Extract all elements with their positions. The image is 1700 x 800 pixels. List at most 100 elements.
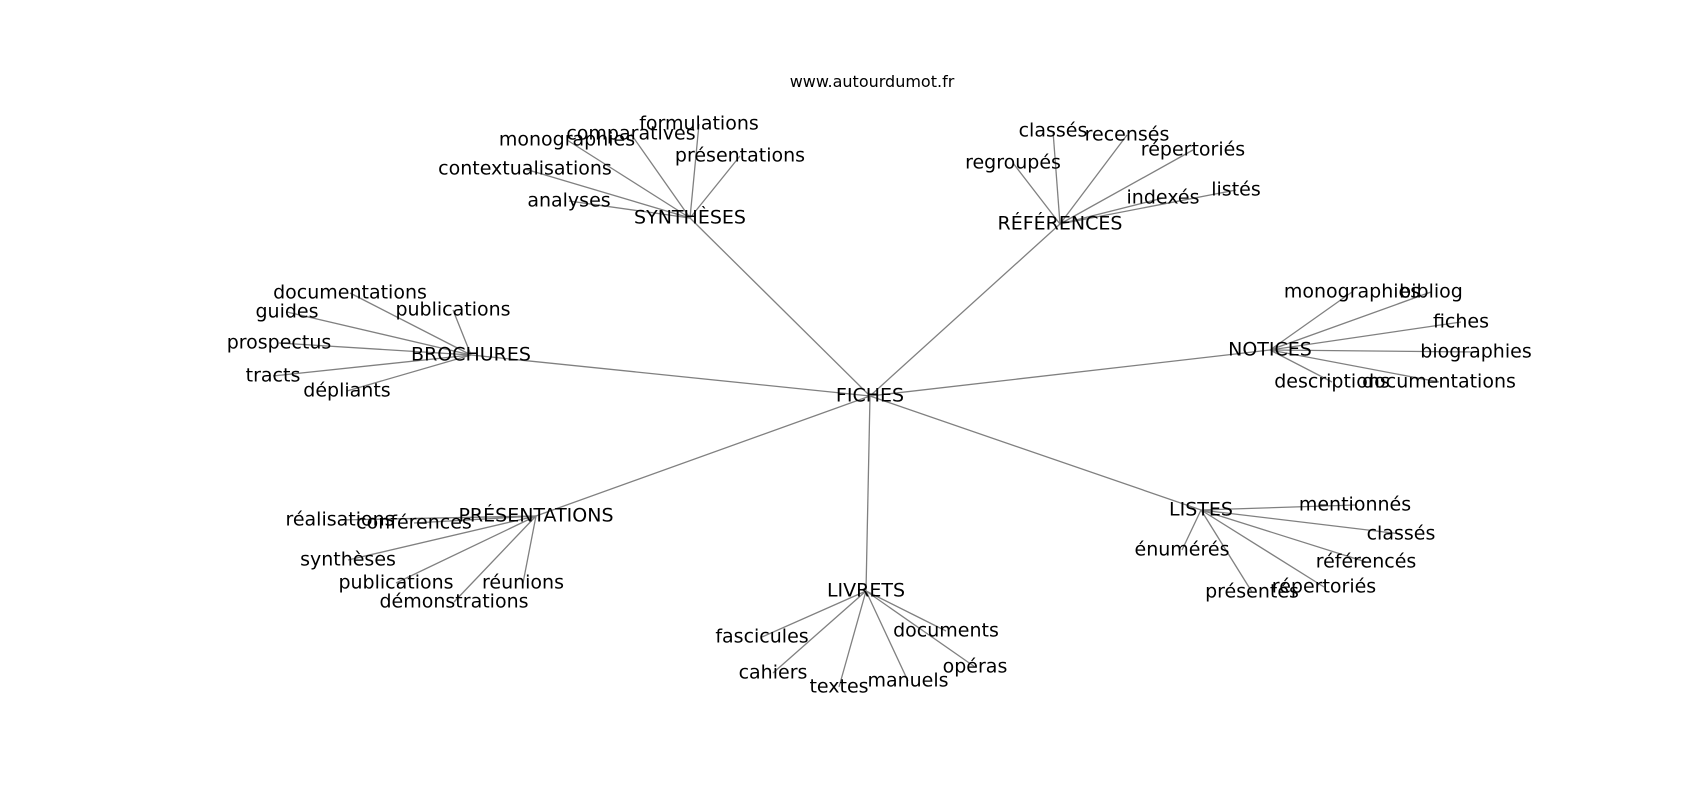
node-leaf-presentations-reunions: réunions (482, 572, 564, 594)
edge-listes-presentes (1200, 509, 1253, 593)
node-leaf-livrets-textes: textes (809, 676, 868, 698)
node-group-listes: LISTES (1169, 499, 1233, 521)
edge-livrets-manuels (865, 590, 909, 682)
node-leaf-notices-fiches: fiches (1433, 311, 1489, 333)
node-center-fiches: FICHES (836, 385, 904, 407)
node-leaf-syntheses-comparatives: comparatives (566, 123, 695, 145)
edge-presentations-reunions (522, 515, 537, 584)
node-leaf-syntheses-analyses: analyses (527, 190, 610, 212)
edge-presentations-realisations (339, 515, 537, 521)
node-leaf-listes-mentionnes: mentionnés (1299, 494, 1411, 516)
node-leaf-references-indexes: indexés (1127, 187, 1200, 209)
node-group-livrets: LIVRETS (827, 580, 905, 602)
node-group-references: RÉFÉRENCES (998, 212, 1123, 235)
edge-syntheses-presentations (689, 155, 741, 219)
node-leaf-listes-enumeres: énumérés (1135, 539, 1230, 561)
edge-center-presentations (535, 395, 871, 517)
edge-notices-descriptions (1269, 349, 1333, 383)
edge-brochures-guides (286, 311, 472, 356)
edge-syntheses-monographies (566, 139, 691, 219)
node-leaf-notices-bibliog: bibliog (1399, 281, 1463, 303)
edge-center-references (869, 223, 1061, 397)
edge-presentations-publications (395, 515, 537, 584)
node-leaf-references-repertories: répertoriés (1141, 139, 1245, 161)
edge-center-livrets (865, 395, 871, 592)
node-leaf-syntheses-formulations: formulations (639, 113, 759, 135)
node-group-brochures: BROCHURES (411, 344, 531, 366)
edge-references-indexes (1059, 197, 1164, 225)
node-leaf-syntheses-presentations: présentations (675, 145, 805, 167)
node-leaf-syntheses-monographies: monographies (499, 129, 635, 151)
node-leaf-notices-biographies: biographies (1420, 341, 1531, 363)
node-leaf-listes-references: référencés (1316, 551, 1417, 573)
node-leaf-brochures-depliants: dépliants (303, 380, 390, 402)
node-leaf-listes-repertories: répertoriés (1272, 576, 1376, 598)
edge-presentations-syntheses (347, 515, 537, 561)
node-leaf-brochures-prospectus: prospectus (227, 332, 332, 354)
node-leaf-brochures-publications: publications (395, 299, 510, 321)
edge-syntheses-comparatives (630, 133, 691, 219)
edge-listes-classes (1200, 509, 1402, 535)
edge-syntheses-analyses (568, 200, 691, 219)
edge-listes-enumeres (1181, 509, 1202, 551)
node-leaf-livrets-manuels: manuels (867, 670, 948, 692)
node-leaf-brochures-tracts: tracts (246, 365, 301, 387)
site-title: www.autourdumot.fr (789, 72, 955, 91)
node-leaf-notices-monographies: monographies (1284, 281, 1420, 303)
edge-references-listes (1059, 189, 1237, 225)
edge-livrets-textes (838, 590, 867, 688)
edge-livrets-fascicules (761, 590, 867, 638)
node-leaf-presentations-demonstrations: démonstrations (379, 591, 528, 613)
node-leaf-presentations-publications: publications (338, 572, 453, 594)
node-group-notices: NOTICES (1228, 339, 1312, 361)
edge-listes-repertories (1200, 509, 1325, 588)
node-group-presentations: PRÉSENTATIONS (458, 504, 613, 527)
edge-listes-mentionnes (1200, 504, 1356, 511)
node-leaf-references-regroupes: regroupés (965, 152, 1061, 174)
node-leaf-syntheses-contextualisations: contextualisations (438, 158, 612, 180)
node-leaf-presentations-syntheses: synthèses (300, 549, 396, 571)
node-leaf-notices-documentations: documentations (1362, 371, 1516, 393)
node-leaf-listes-presentes: présentés (1205, 581, 1299, 603)
edge-notices-fiches (1269, 321, 1462, 351)
edge-center-syntheses (689, 217, 871, 397)
node-leaf-livrets-cahiers: cahiers (739, 662, 808, 684)
edge-presentations-conferences (413, 515, 537, 524)
node-leaf-references-listes: listés (1211, 179, 1261, 201)
edge-brochures-documentations (349, 292, 472, 356)
node-leaf-notices-descriptions: descriptions (1274, 371, 1390, 393)
node-leaf-presentations-realisations: réalisations (285, 509, 394, 531)
edge-livrets-documents (865, 590, 947, 632)
edge-references-repertories (1059, 149, 1194, 225)
edge-livrets-operas (865, 590, 976, 668)
edge-center-notices (869, 349, 1271, 397)
edge-references-recenses (1059, 134, 1128, 225)
node-group-syntheses: SYNTHÈSES (634, 206, 746, 229)
node-leaf-brochures-guides: guides (255, 301, 318, 323)
edge-presentations-demonstrations (453, 515, 537, 603)
edge-notices-bibliog (1269, 291, 1432, 351)
node-leaf-brochures-documentations: documentations (273, 282, 427, 304)
node-leaf-livrets-documents: documents (893, 620, 999, 642)
edge-syntheses-formulations (689, 123, 700, 219)
node-leaf-presentations-conferences: conférences (356, 512, 472, 534)
edge-syntheses-contextualisations (524, 168, 691, 219)
edge-center-brochures (470, 354, 871, 397)
node-leaf-references-recenses: recensés (1085, 124, 1170, 146)
edge-notices-documentations (1269, 349, 1440, 383)
edge-brochures-tracts (272, 354, 472, 377)
edge-brochures-prospectus (278, 342, 472, 356)
edge-notices-biographies (1269, 349, 1477, 353)
edge-center-listes (869, 395, 1202, 511)
node-leaf-references-classes: classés (1019, 120, 1088, 142)
edge-brochures-publications (452, 309, 472, 356)
edge-references-classes (1052, 130, 1061, 225)
node-leaf-livrets-fascicules: fascicules (715, 626, 808, 648)
edge-references-regroupes (1012, 162, 1061, 225)
edge-brochures-depliants (346, 354, 472, 392)
edge-listes-references (1200, 509, 1367, 563)
node-leaf-livrets-operas: opéras (943, 656, 1008, 678)
node-leaf-listes-classes: classés (1367, 523, 1436, 545)
edge-livrets-cahiers (772, 590, 867, 674)
